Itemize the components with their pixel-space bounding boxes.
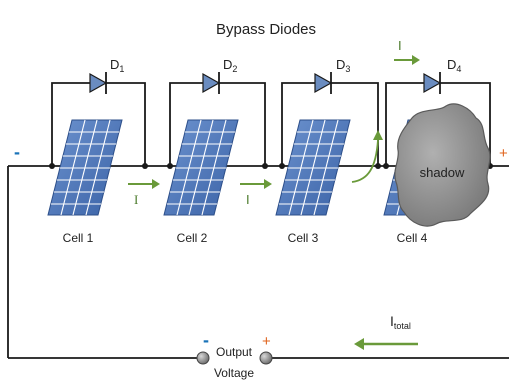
total-current-arrow bbox=[354, 338, 418, 350]
negative-sign-bottom: - bbox=[203, 330, 209, 350]
solar-cell-2 bbox=[163, 119, 239, 216]
total-current-label: Itotal bbox=[390, 313, 411, 331]
positive-sign-top: + bbox=[499, 145, 508, 162]
output-terminal-negative bbox=[196, 351, 210, 365]
shadow-blob: shadow bbox=[394, 103, 491, 227]
current-label-2: I bbox=[246, 192, 250, 207]
diode-current-arrow bbox=[394, 55, 420, 65]
positive-sign-bottom: + bbox=[262, 333, 271, 350]
solar-cell-1 bbox=[47, 119, 123, 216]
cell-label-1: Cell 1 bbox=[63, 231, 94, 245]
bypass-current-arrow bbox=[351, 130, 383, 183]
diagram-title: Bypass Diodes bbox=[216, 21, 316, 38]
current-arrow-1 bbox=[128, 179, 160, 189]
cell-label-2: Cell 2 bbox=[177, 231, 208, 245]
cell-label-4: Cell 4 bbox=[397, 231, 428, 245]
diode-label-2: D2 bbox=[223, 57, 237, 74]
diode-label-1: D1 bbox=[110, 57, 124, 74]
current-label-1: I bbox=[134, 192, 138, 207]
shadow-label: shadow bbox=[420, 165, 465, 180]
current-arrow-2 bbox=[240, 179, 272, 189]
junction-dots bbox=[49, 163, 493, 169]
output-voltage-label-line2: Voltage bbox=[214, 366, 254, 380]
diode-1 bbox=[89, 72, 108, 94]
diode-current-label: I bbox=[398, 38, 402, 53]
output-voltage-label-line1: Output bbox=[216, 345, 253, 359]
cell-label-3: Cell 3 bbox=[288, 231, 319, 245]
diode-3 bbox=[314, 72, 333, 94]
diode-label-3: D3 bbox=[336, 57, 350, 74]
output-terminal-positive bbox=[259, 351, 273, 365]
diode-4 bbox=[423, 72, 442, 94]
diode-2 bbox=[202, 72, 221, 94]
solar-cell-3 bbox=[275, 119, 351, 216]
negative-sign-top: - bbox=[14, 142, 20, 162]
diode-label-4: D4 bbox=[447, 57, 461, 74]
